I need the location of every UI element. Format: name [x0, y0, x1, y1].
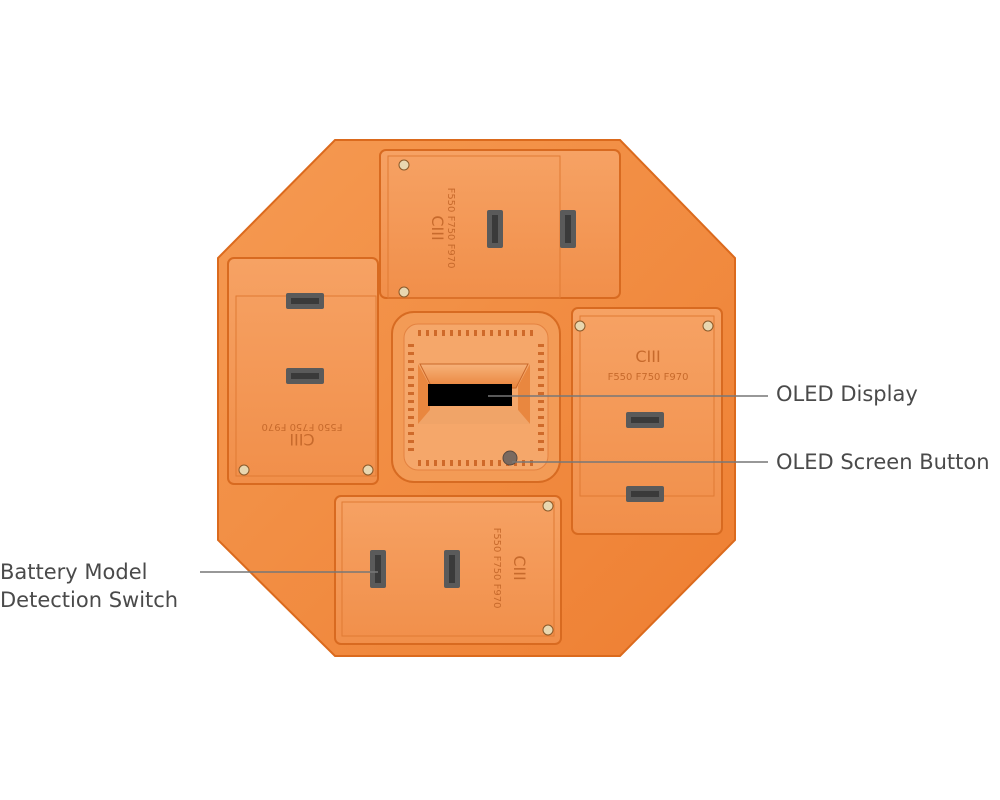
screw-icon — [238, 464, 250, 476]
oled-screen-button-label: OLED Screen Button — [776, 450, 990, 474]
battery-model-text: F550 F750 F970 — [491, 528, 502, 609]
screw-icon — [702, 320, 714, 332]
logo-mark: CIII — [510, 555, 529, 580]
battery-switch-label-line1: Battery Model — [0, 560, 148, 584]
screw-icon — [362, 464, 374, 476]
oled-display-label: OLED Display — [776, 382, 918, 406]
logo-mark: CIII — [289, 430, 314, 449]
battery-slot-right: F550 F750 F970 CIII — [571, 307, 723, 535]
battery-model-detection-switch-label: Battery Model Detection Switch — [0, 558, 178, 614]
control-module — [391, 311, 561, 483]
battery-slot-left: F550 F750 F970 CIII — [227, 257, 379, 485]
logo-mark: CIII — [428, 215, 447, 240]
screw-icon — [542, 500, 554, 512]
battery-model-text: F550 F750 F970 — [608, 372, 689, 383]
vent-pattern — [408, 330, 544, 466]
battery-switch-label-line2: Detection Switch — [0, 588, 179, 612]
oled-bezel — [419, 363, 529, 389]
screw-icon — [542, 624, 554, 636]
oled-display — [428, 384, 512, 406]
screw-icon — [574, 320, 586, 332]
screw-icon — [398, 159, 410, 171]
battery-model-text: F550 F750 F970 — [262, 421, 343, 432]
oled-screen-button[interactable] — [502, 450, 518, 466]
battery-slot-bottom: F550 F750 F970 CIII — [334, 495, 562, 645]
battery-model-text: F550 F750 F970 — [445, 188, 456, 269]
screw-icon — [398, 286, 410, 298]
logo-mark: CIII — [635, 347, 660, 366]
battery-slot-top: F550 F750 F970 CIII — [379, 149, 621, 299]
